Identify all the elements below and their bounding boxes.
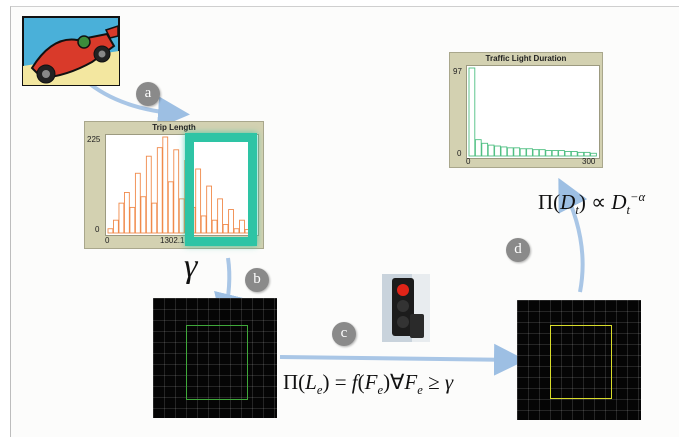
trip-length-bar-13 [178,198,185,234]
traffic-light-plot: Traffic Light Duration 97 0 0 300 [449,52,603,168]
trip-length-bar-0 [107,228,114,234]
trip-length-bar-19 [211,219,218,234]
formula-d-D2: D [611,190,627,214]
formula-c-F: F [364,370,378,394]
traffic-light-bar-4 [494,145,501,157]
trip-length-bar-2 [118,202,125,234]
step-b-label: b [245,268,269,292]
traffic-light-bar-10 [532,149,540,157]
traffic-light-bar-7 [513,147,521,157]
traffic-light-bar-17 [577,151,585,157]
trip-length-title: Trip Length [152,123,196,132]
formula-c-gamma: γ [444,370,454,394]
trip-length-bar-22 [228,209,234,234]
gamma-label: γ [184,248,198,285]
trip-length-bar-8 [151,202,158,234]
route-rect-green [186,325,248,400]
step-a-label: a [136,82,160,106]
race-car-icon [22,16,120,86]
traffic-light-icon [382,274,430,342]
traffic-light-bar-8 [519,148,527,157]
trip-length-plot-area [105,134,259,236]
traffic-light-bar-6 [506,147,514,157]
formula-d-D: D [560,190,576,214]
formula-c-pi: Π( [283,370,306,394]
formula-c-equals: ) = [322,370,352,394]
trip-length-bar-4 [129,206,136,234]
formula-d-exponent: −α [630,190,646,204]
traffic-light-bar-2 [481,142,489,157]
trip-length-bar-5 [134,172,141,234]
formula-c-e-sub: e [316,383,323,398]
traffic-light-bar-3 [487,144,495,157]
formula-c-L: L [305,370,317,394]
traffic-light-bar-11 [538,149,546,157]
route-rect-yellow [550,325,612,399]
trip-length-plot: Trip Length 225 0 0 1302.1 2564268787 [84,121,264,249]
arrow-d [558,177,588,293]
traffic-light-bar-14 [558,150,565,157]
trip-length-bar-9 [156,147,163,234]
trip-length-bar-24 [239,219,245,234]
traffic-light-bar-9 [526,148,533,157]
formula-c-forall: )∀ [383,370,405,394]
trip-length-bar-6 [140,196,147,234]
formula-c-geq: ≥ [422,370,445,394]
traffic-light-bar-13 [551,150,559,157]
trip-length-bar-17 [200,215,207,234]
traffic-light-bar-18 [583,151,591,157]
trip-length-bar-18 [206,185,212,234]
arrow-a [83,78,190,129]
formula-d-t-sub2: t [626,203,631,218]
traffic-light-xmax: 300 [582,157,596,166]
trip-length-ymax: 225 [87,135,101,144]
traffic-light-bar-12 [545,150,553,157]
formula-c-paren-open: ( [357,370,365,394]
trip-length-bar-10 [162,136,169,234]
trip-length-bar-21 [222,224,229,234]
formula-d-pi: Π( [538,190,561,214]
formula-c-e-sub3: e [417,383,423,398]
trip-length-bar-12 [173,149,180,234]
traffic-light-bar-0 [468,67,476,157]
traffic-light-bar-5 [500,146,508,157]
formula-d: Π(Dt) ∝ Dt−α [538,190,645,218]
formula-c-e-sub2: e [377,383,384,398]
traffic-light-ymin: 0 [457,149,462,158]
traffic-light-title: Traffic Light Duration [485,54,567,63]
traffic-light-bar-16 [570,151,578,157]
grid-map-right [517,300,641,420]
traffic-light-plot-area [466,65,600,159]
trip-length-bar-16 [195,168,202,234]
traffic-light-bar-19 [590,152,597,157]
formula-d-t-sub: t [575,203,579,218]
traffic-light-bars [468,67,597,157]
trip-length-bar-23 [233,228,240,234]
arrow-c [279,343,526,376]
trip-length-ymin: 0 [95,225,100,234]
traffic-light-xmin: 0 [466,157,471,166]
traffic-light-bar-15 [564,151,572,157]
trip-length-xmid: 1302.1 [160,236,185,245]
grid-map-left [153,298,277,418]
formula-c-f: f [351,370,358,394]
trip-length-bar-20 [217,198,223,234]
trip-length-bar-1 [113,219,119,234]
trip-length-bar-11 [167,181,174,234]
trip-length-bar-7 [145,155,152,234]
step-c-label: c [332,322,356,346]
trip-length-bar-3 [123,192,130,234]
traffic-light-bar-1 [474,139,482,157]
traffic-light-ymax: 97 [453,67,462,76]
step-d-label: d [506,238,530,262]
trip-length-xmin: 0 [105,236,110,245]
formula-d-propto: ) ∝ [578,190,612,214]
threshold-highlight [185,133,257,246]
formula-c: Π(Le) = f(Fe)∀Fe ≥ γ [283,370,453,398]
formula-c-F2: F [404,370,418,394]
